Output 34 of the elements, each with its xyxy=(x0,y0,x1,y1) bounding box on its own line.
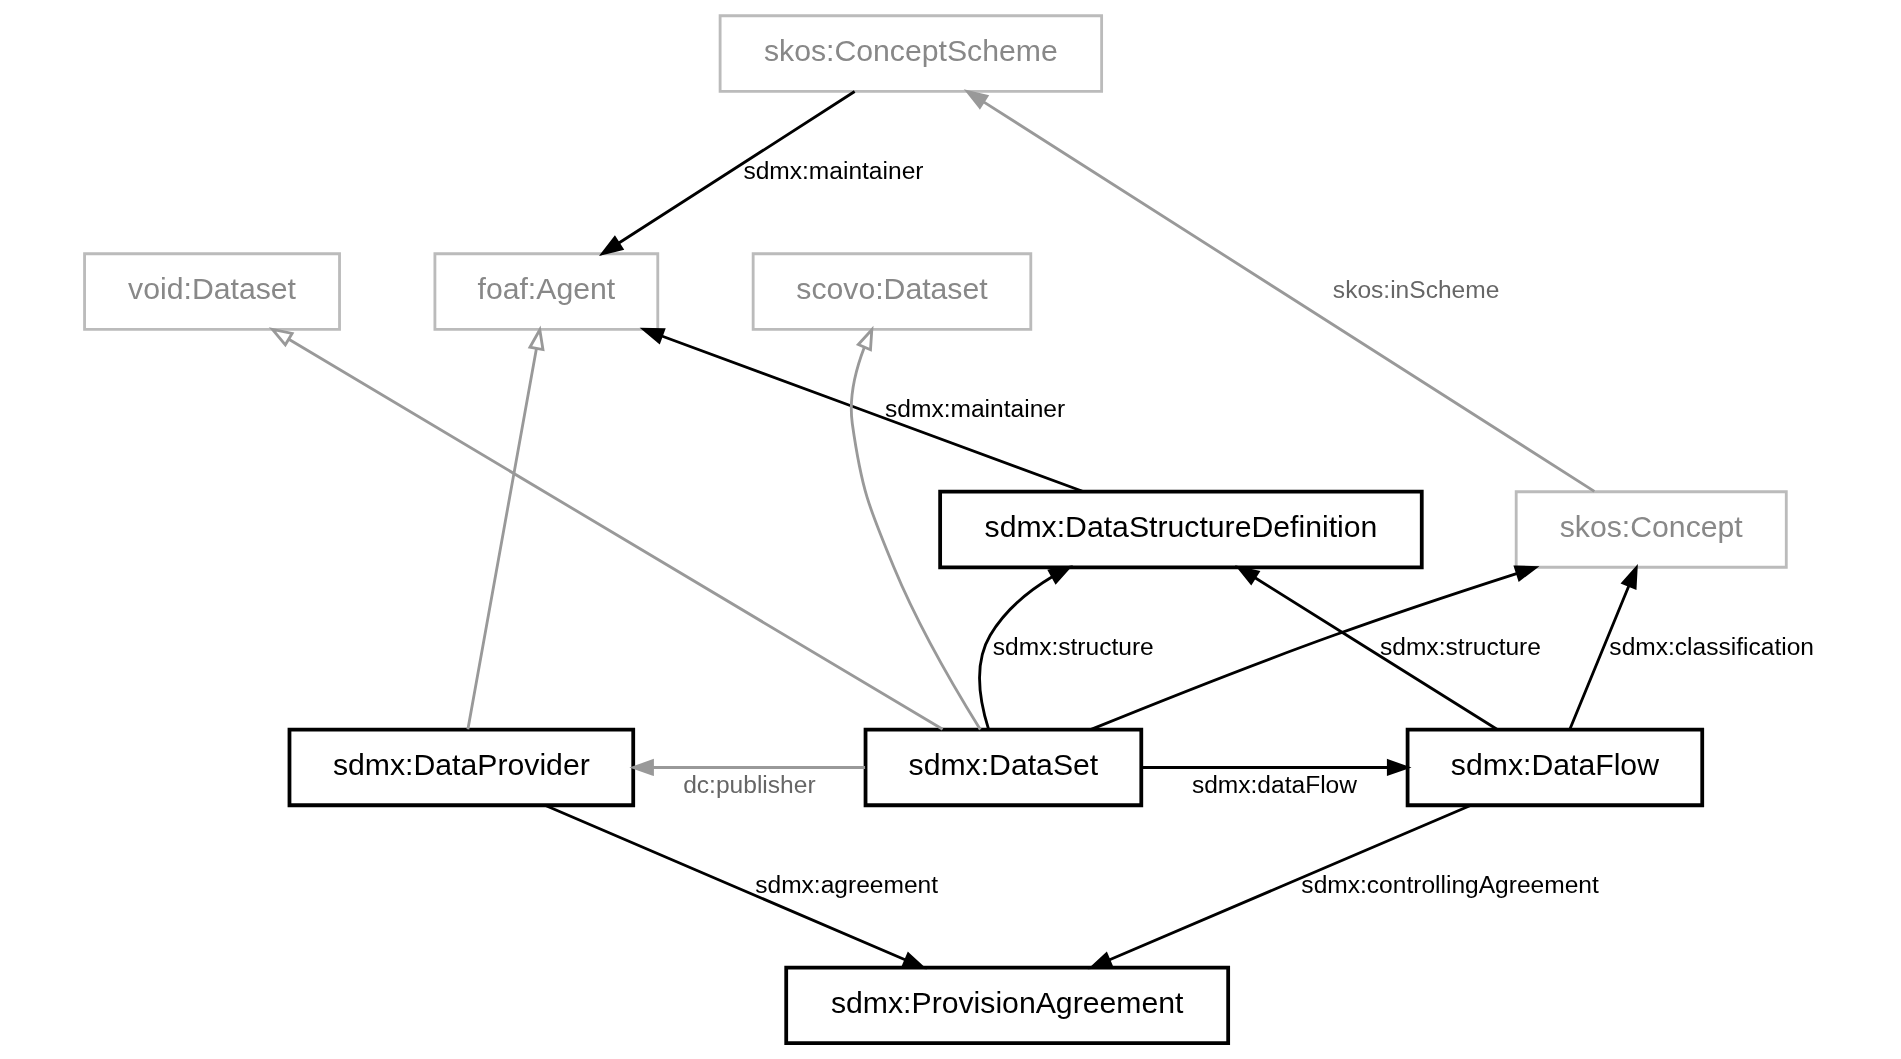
node-box: sdmx:DataStructureDefinition xyxy=(937,489,1424,570)
arrow xyxy=(1089,565,1539,731)
node-box: sdmx:DataFlow xyxy=(1405,727,1704,808)
edge-label: dc:publisher xyxy=(682,770,816,798)
arrow xyxy=(1567,563,1638,731)
arrow xyxy=(268,327,943,731)
edge-label: sdmx:controllingAgreement xyxy=(1300,870,1599,898)
node-box: sdmx:ProvisionAgreement xyxy=(783,965,1230,1046)
edge-label: skos:inScheme xyxy=(1332,275,1499,303)
edge-label: sdmx:maintainer xyxy=(742,156,923,184)
arrow xyxy=(849,325,981,731)
arrow xyxy=(598,90,855,256)
node-box: skos:Concept xyxy=(1514,490,1788,569)
arrow xyxy=(544,804,927,970)
node-box: sdmx:DataProvider xyxy=(287,727,635,808)
arrow xyxy=(1087,804,1471,970)
edge-label: sdmx:classification xyxy=(1608,632,1814,660)
node-box: sdmx:DataSet xyxy=(863,727,1143,808)
node-box: scovo:Dataset xyxy=(751,252,1032,331)
arrow xyxy=(639,327,1084,493)
arrow xyxy=(977,565,1073,730)
edge-label: sdmx:dataFlow xyxy=(1191,770,1357,798)
arrow xyxy=(466,325,545,730)
node-box: foaf:Agent xyxy=(433,252,659,331)
node-box: void:Dataset xyxy=(82,252,341,331)
arrow xyxy=(1141,758,1411,777)
arrow xyxy=(963,89,1595,493)
edge-label: sdmx:agreement xyxy=(754,870,938,898)
arrow xyxy=(628,758,865,777)
edge-label: sdmx:maintainer xyxy=(884,394,1065,422)
arrow xyxy=(1234,565,1498,731)
node-box: skos:ConceptScheme xyxy=(718,14,1103,93)
edge-label: sdmx:structure xyxy=(992,632,1154,660)
edge-label: sdmx:structure xyxy=(1379,632,1541,660)
